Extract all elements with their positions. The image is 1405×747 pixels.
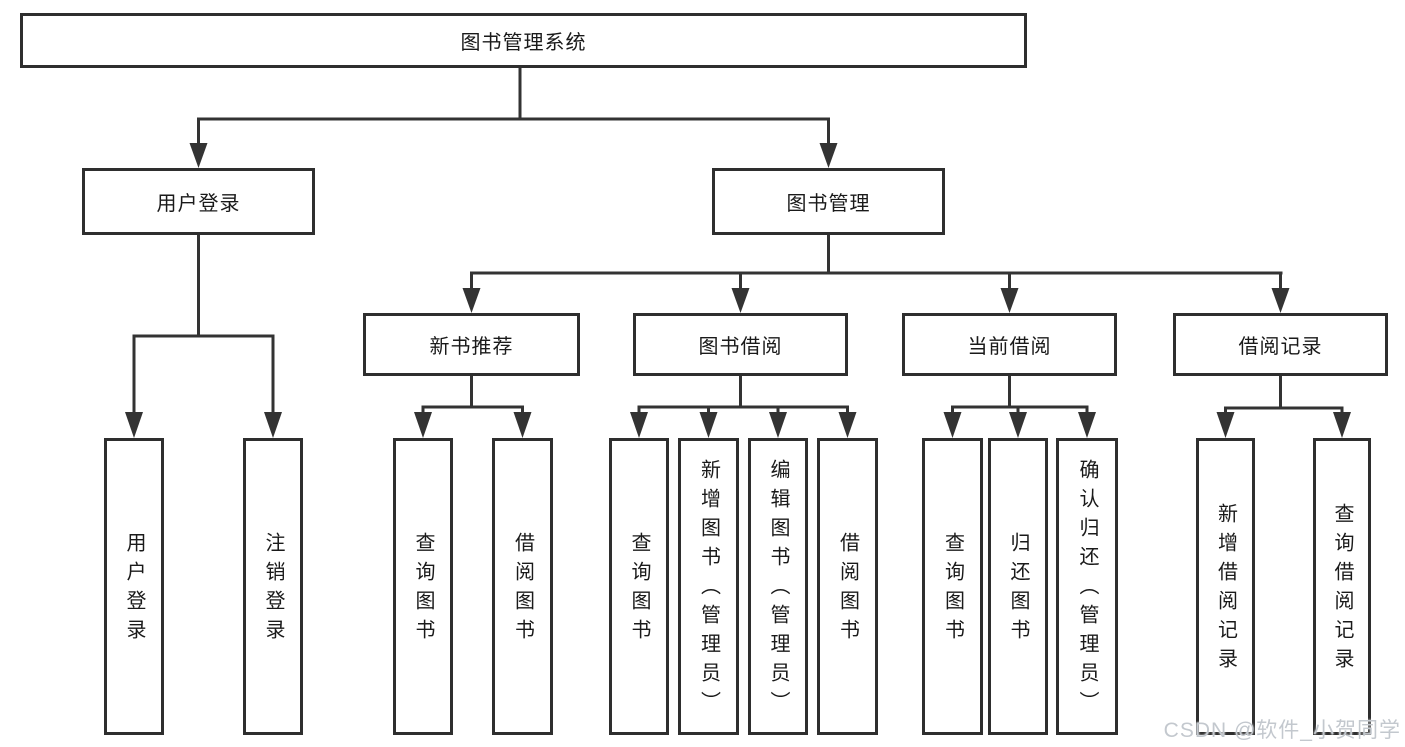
node-new-book-recommendation: 新书推荐 bbox=[363, 313, 580, 376]
node-leaf-logout: 注销登录 bbox=[243, 438, 303, 735]
node-book-borrowing: 图书借阅 bbox=[633, 313, 848, 376]
node-leaf-add-book-admin: 新增图书（管理员） bbox=[678, 438, 739, 735]
node-borrow-records: 借阅记录 bbox=[1173, 313, 1388, 376]
node-leaf-add-borrow-record: 新增借阅记录 bbox=[1196, 438, 1255, 735]
node-leaf-edit-book-admin: 编辑图书（管理员） bbox=[748, 438, 808, 735]
node-leaf-user-login: 用户登录 bbox=[104, 438, 164, 735]
node-leaf-query-borrow-record: 查询借阅记录 bbox=[1313, 438, 1371, 735]
node-current-borrowing: 当前借阅 bbox=[902, 313, 1117, 376]
node-user-login: 用户登录 bbox=[82, 168, 315, 235]
node-leaf-return-book: 归还图书 bbox=[988, 438, 1048, 735]
node-leaf-borrow-books-recommend: 借阅图书 bbox=[492, 438, 553, 735]
node-leaf-borrow-books: 借阅图书 bbox=[817, 438, 878, 735]
node-leaf-confirm-return-admin: 确认归还（管理员） bbox=[1056, 438, 1118, 735]
node-root-library-management-system: 图书管理系统 bbox=[20, 13, 1027, 68]
csdn-watermark: CSDN @软件_小贺同学 bbox=[1163, 719, 1401, 742]
node-leaf-query-books-borrowing: 查询图书 bbox=[609, 438, 669, 735]
node-book-management: 图书管理 bbox=[712, 168, 945, 235]
node-leaf-query-books-current: 查询图书 bbox=[922, 438, 983, 735]
node-leaf-query-books-recommend: 查询图书 bbox=[393, 438, 453, 735]
